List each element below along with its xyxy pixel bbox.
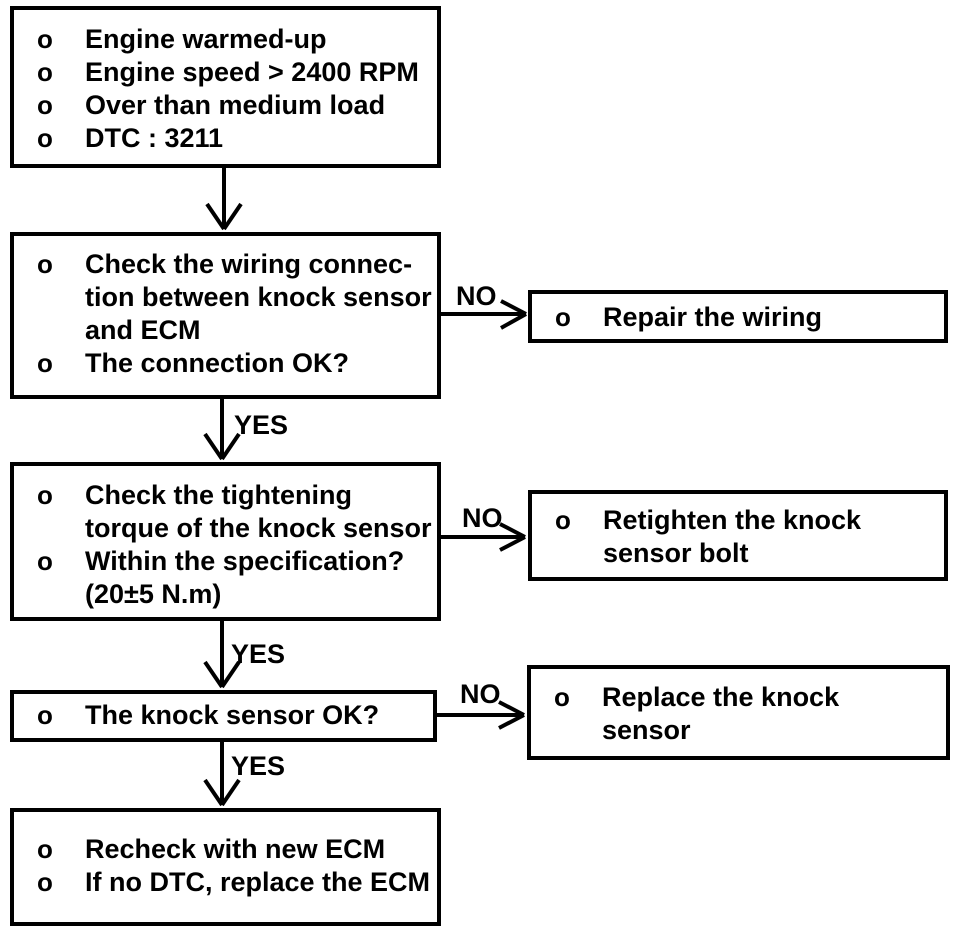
bullet-item: o Engine warmed-up — [14, 23, 437, 56]
bullet-marker: o — [37, 700, 53, 730]
bullet-item: o The connection OK? — [14, 347, 437, 380]
bullet-text: Repair the wiring — [603, 302, 823, 332]
bullet-text: If no DTC, replace the ECM — [85, 867, 431, 897]
bullet-text: Engine warmed-up — [85, 24, 327, 54]
bullet-marker: o — [37, 90, 53, 120]
edge-label-no-replace: NO — [460, 679, 501, 709]
bullet-marker: o — [554, 682, 570, 712]
bullet-marker: o — [37, 24, 53, 54]
flow-box-repair-wiring: o Repair the wiring — [528, 290, 948, 343]
edge-label-yes-knock-ok: YES — [231, 639, 286, 669]
bullet-item: o Over than medium load — [14, 89, 437, 122]
bullet-text: Check the wiring connec- tion between kn… — [85, 249, 432, 345]
edge-label-yes-check-torque: YES — [234, 410, 289, 440]
bullet-item: o If no DTC, replace the ECM — [14, 866, 437, 899]
bullet-marker: o — [37, 834, 53, 864]
bullet-marker: o — [555, 302, 571, 332]
bullet-item: o DTC : 3211 — [14, 122, 437, 155]
bullet-marker: o — [37, 348, 53, 378]
edge-label-yes-recheck: YES — [231, 751, 286, 781]
bullet-marker: o — [37, 546, 53, 576]
bullet-text: Within the specification? (20±5 N.m) — [85, 546, 405, 609]
bullet-text: Replace the knock sensor — [602, 682, 840, 745]
bullet-item: o Check the wiring connec- tion between k… — [14, 248, 437, 347]
flow-box-replace-sensor: o Replace the knock sensor — [527, 665, 950, 760]
edge-label-no-retighten: NO — [462, 503, 503, 533]
bullet-text: Check the tightening torque of the knock… — [85, 480, 432, 543]
bullet-item: o Retighten the knock sensor bolt — [532, 504, 944, 570]
flow-box-check-wiring: o Check the wiring connec- tion between k… — [10, 232, 441, 399]
bullet-item: o Recheck with new ECM — [14, 833, 437, 866]
bullet-text: Recheck with new ECM — [85, 834, 386, 864]
flow-box-knock-sensor-ok: o The knock sensor OK? — [10, 690, 437, 742]
bullet-text: The knock sensor OK? — [85, 700, 380, 730]
bullet-text: Retighten the knock sensor bolt — [603, 505, 862, 568]
bullet-text: Over than medium load — [85, 90, 386, 120]
bullet-item: o Repair the wiring — [532, 301, 944, 334]
bullet-item: o Replace the knock sensor — [531, 681, 946, 747]
bullet-item: o Within the specification? (20±5 N.m) — [14, 545, 437, 611]
flow-box-check-torque: o Check the tightening torque of the knoc… — [10, 462, 441, 621]
bullet-marker: o — [37, 57, 53, 87]
arrow-conditions-to-check-wiring — [205, 168, 243, 231]
bullet-marker: o — [555, 505, 571, 535]
flow-box-retighten-bolt: o Retighten the knock sensor bolt — [528, 490, 948, 581]
bullet-marker: o — [37, 867, 53, 897]
bullet-marker: o — [37, 249, 53, 279]
bullet-item: o Check the tightening torque of the knoc… — [14, 479, 437, 545]
bullet-item: o Engine speed > 2400 RPM — [14, 56, 437, 89]
flow-box-recheck-ecm: o Recheck with new ECM o If no DTC, replace… — [10, 808, 441, 926]
bullet-text: Engine speed > 2400 RPM — [85, 57, 419, 87]
edge-label-no-repair: NO — [456, 281, 497, 311]
bullet-item: o The knock sensor OK? — [14, 699, 433, 732]
bullet-text: DTC : 3211 — [85, 123, 224, 153]
bullet-marker: o — [37, 123, 53, 153]
bullet-marker: o — [37, 480, 53, 510]
bullet-text: The connection OK? — [85, 348, 350, 378]
